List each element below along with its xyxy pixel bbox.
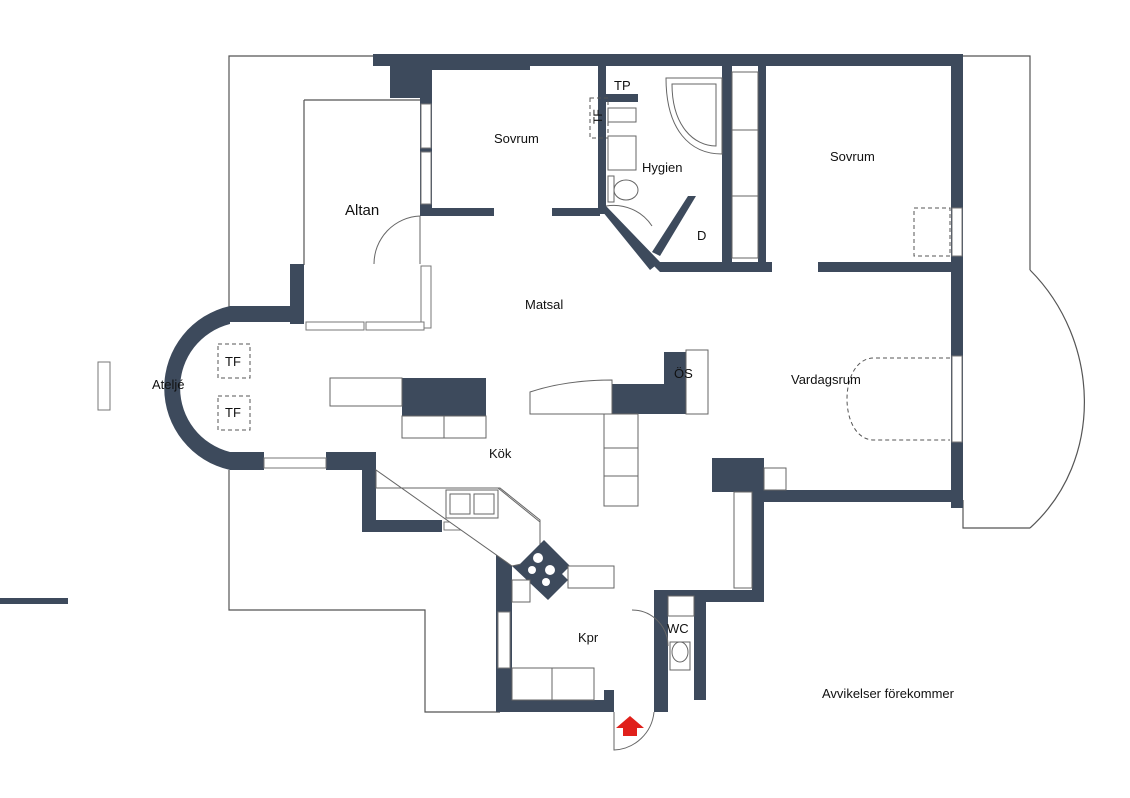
label-atelje: Ateljé — [152, 377, 185, 392]
label-tf-2: TF — [225, 405, 241, 420]
stove-icon — [520, 540, 570, 590]
toilet-icon — [669, 641, 691, 671]
label-kok: Kök — [489, 446, 512, 461]
label-vardagsrum: Vardagsrum — [791, 372, 861, 387]
room-labels: Altan Sovrum TP TF Hygien D Sovrum Matsa… — [152, 78, 955, 701]
fixtures — [217, 71, 951, 701]
walls — [0, 54, 963, 712]
label-tp: TP — [614, 78, 631, 93]
disclaimer-note: Avvikelser förekommer — [822, 686, 955, 701]
toilet-icon — [607, 175, 639, 203]
label-tf-hygien: TF — [591, 109, 605, 124]
exterior-outlines — [228, 55, 1085, 713]
label-tf-1: TF — [225, 354, 241, 369]
label-matsal: Matsal — [525, 297, 563, 312]
label-altan: Altan — [345, 202, 379, 219]
label-wc: WC — [667, 621, 689, 636]
sink-icon — [445, 489, 499, 519]
doors — [373, 204, 669, 751]
corner-bathtub-icon — [665, 77, 723, 155]
label-kpr: Kpr — [578, 630, 599, 645]
entrance-arrow-icon — [616, 716, 644, 736]
label-d: D — [697, 228, 706, 243]
label-hygien: Hygien — [642, 160, 682, 175]
label-sovrum-left: Sovrum — [494, 131, 539, 146]
label-os: ÖS — [674, 366, 693, 381]
windows — [97, 103, 963, 669]
label-sovrum-right: Sovrum — [830, 149, 875, 164]
